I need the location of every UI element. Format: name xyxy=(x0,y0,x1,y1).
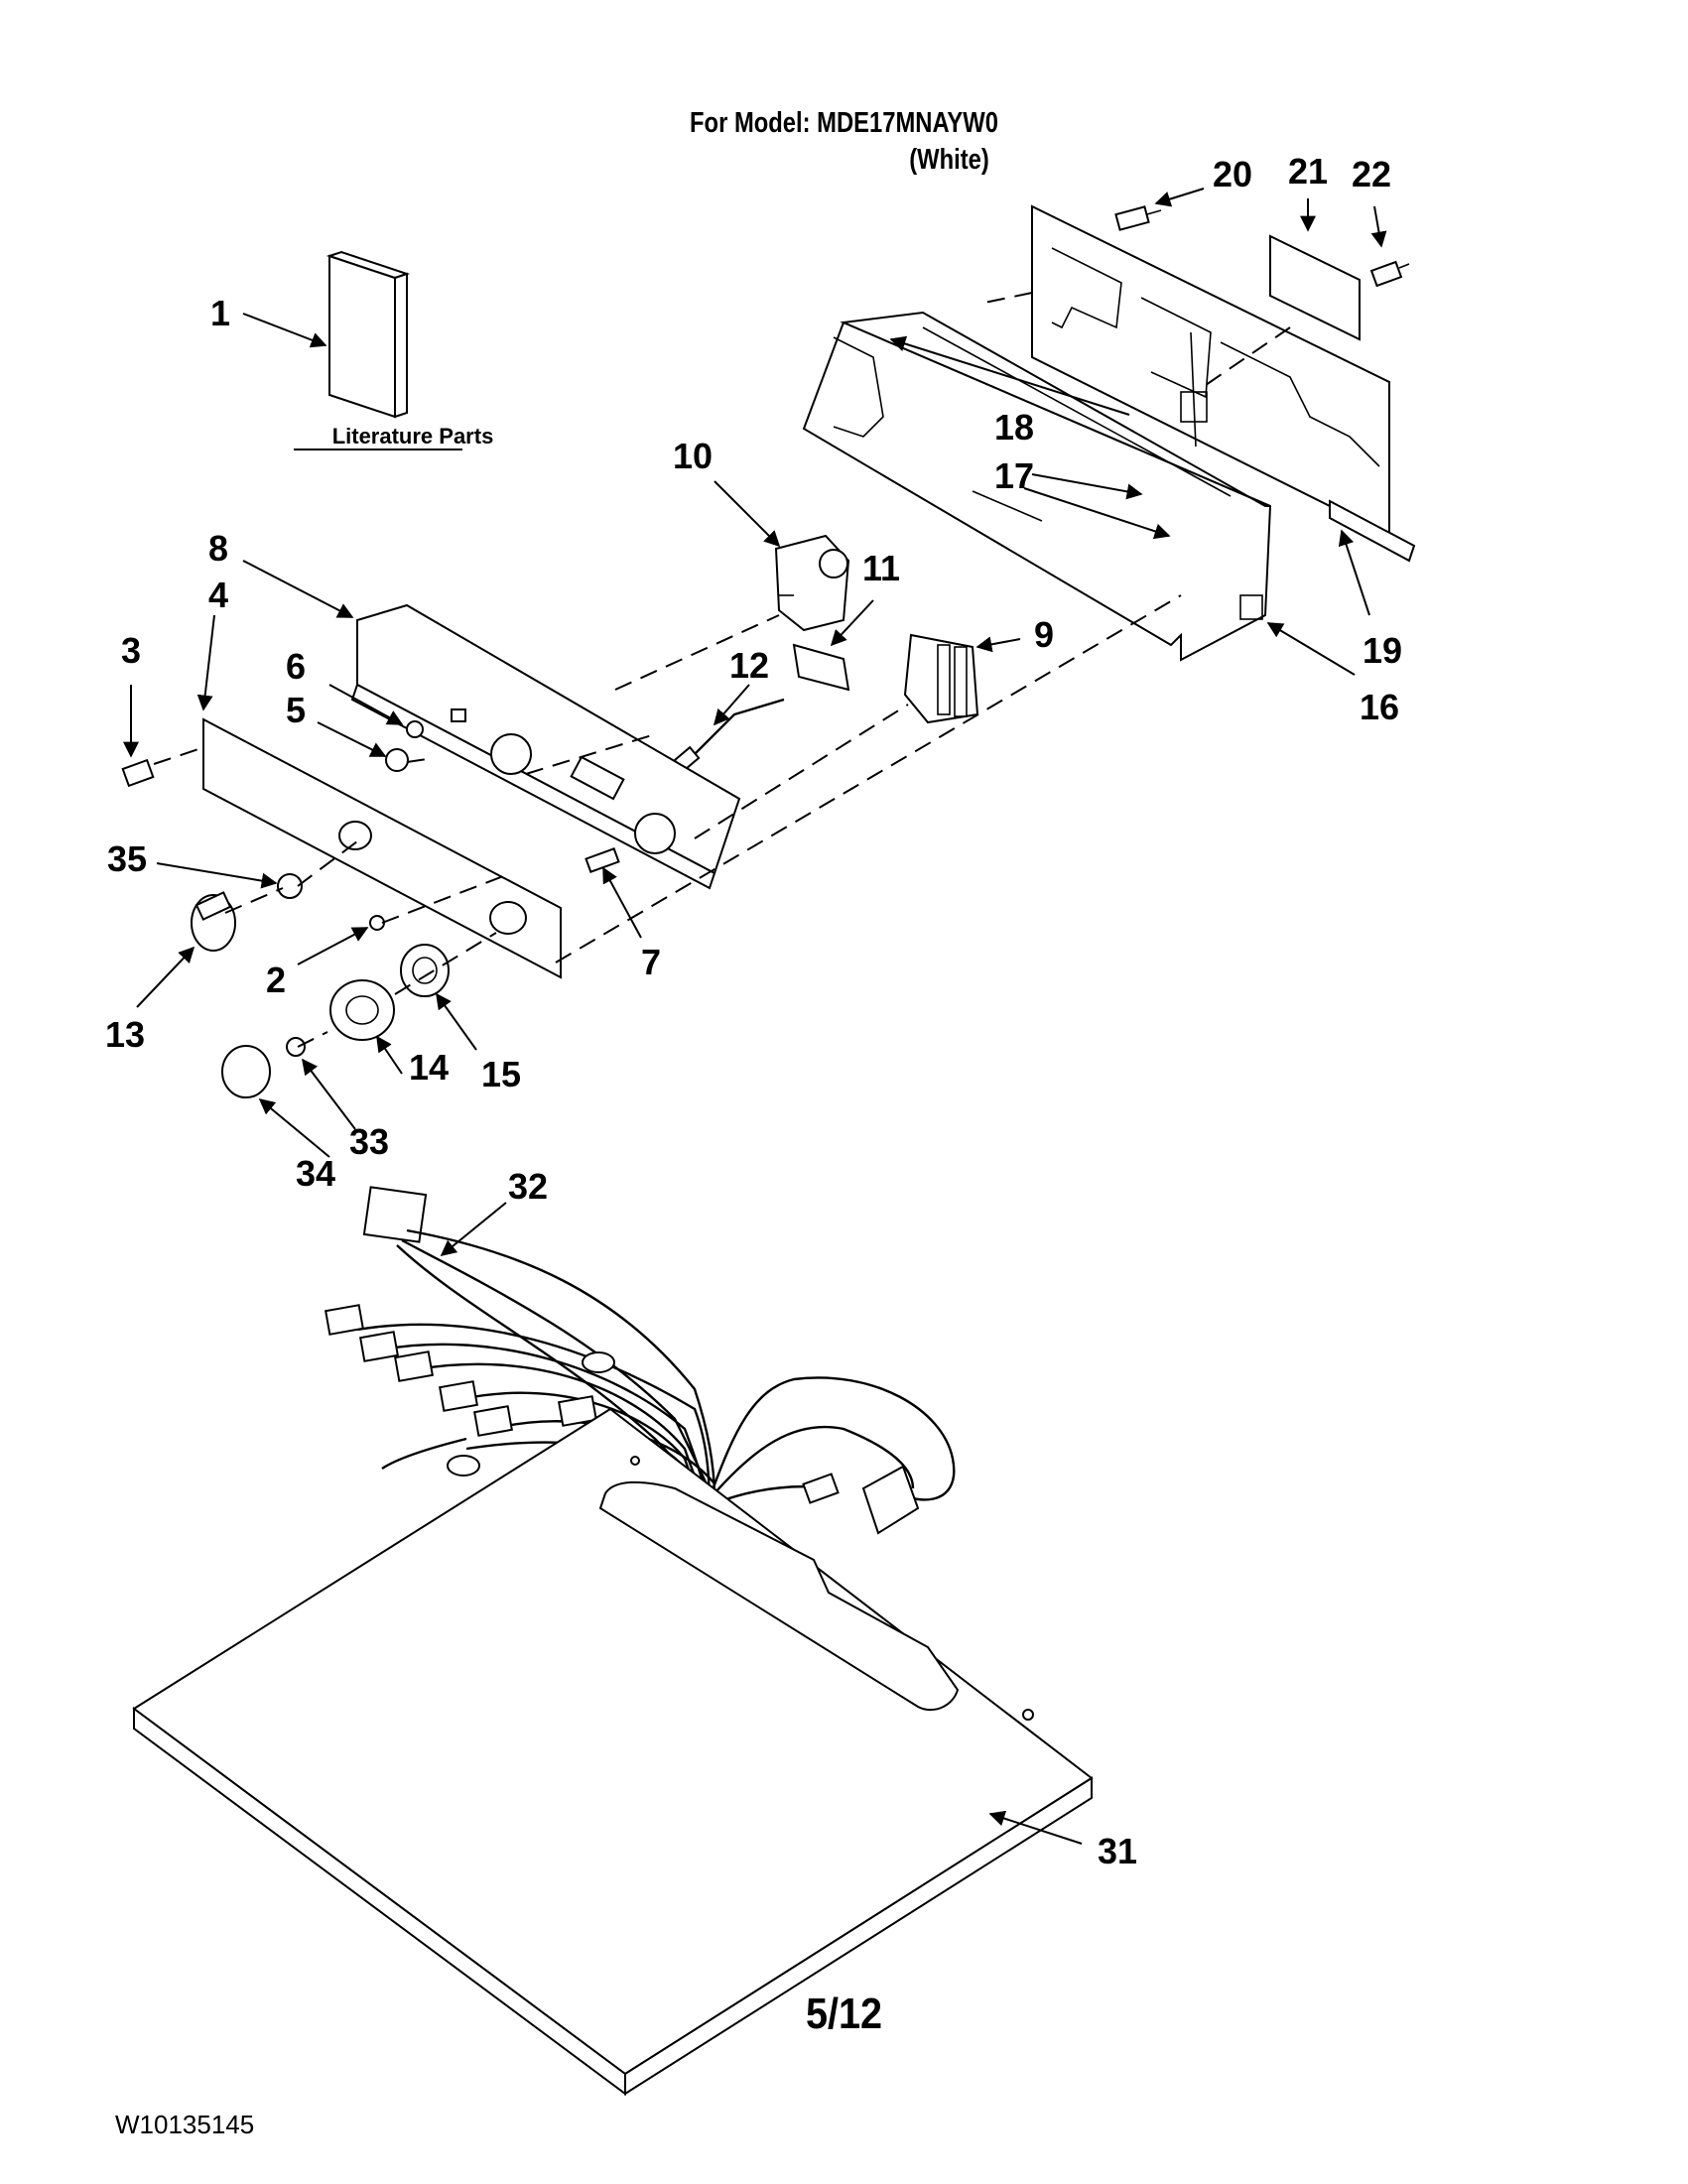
part-2 xyxy=(369,915,385,931)
callout-14: 14 xyxy=(409,1047,449,1088)
screw-20 xyxy=(1114,205,1162,231)
callout-34: 34 xyxy=(296,1153,335,1194)
callout-10: 10 xyxy=(673,436,713,476)
callout-35: 35 xyxy=(107,838,147,879)
nut-5 xyxy=(385,748,409,772)
callout-7: 7 xyxy=(641,942,661,982)
callout-16: 16 xyxy=(1360,687,1399,727)
callout-12: 12 xyxy=(729,645,769,686)
control-panel-face xyxy=(202,717,562,979)
dial-15 xyxy=(400,944,450,997)
top-panel xyxy=(132,1407,1094,2096)
callout-9: 9 xyxy=(1034,614,1054,655)
callout-13: 13 xyxy=(105,1014,145,1055)
screw-22 xyxy=(1369,260,1410,288)
callout-32: 32 xyxy=(508,1166,548,1207)
callout-5: 5 xyxy=(286,690,306,730)
literature-parts-label: Literature Parts xyxy=(332,424,494,449)
literature-booklet xyxy=(325,250,411,419)
assembly-dashed-lines xyxy=(153,292,1291,1048)
part-21-bracket xyxy=(1269,234,1361,341)
callout-2: 2 xyxy=(266,960,286,1000)
timer-motor xyxy=(774,534,850,632)
console-rear-panel xyxy=(1031,204,1390,538)
callout-6: 6 xyxy=(286,646,306,687)
callout-19: 19 xyxy=(1363,630,1402,671)
screw-3 xyxy=(121,758,155,788)
part-35 xyxy=(277,873,303,899)
washer-33 xyxy=(286,1037,306,1057)
callout-3: 3 xyxy=(121,630,141,671)
console-housing xyxy=(802,311,1272,662)
screw-7 xyxy=(584,847,620,873)
callout-18: 18 xyxy=(994,407,1034,448)
knob-13 xyxy=(191,891,236,952)
callout-8: 8 xyxy=(208,528,228,569)
callout-31: 31 xyxy=(1098,1831,1137,1871)
page-number: 5/12 xyxy=(805,1990,883,2038)
callout-4: 4 xyxy=(208,575,228,615)
switch-11 xyxy=(792,643,850,692)
callout-15: 15 xyxy=(481,1054,521,1094)
ring-6 xyxy=(406,720,424,738)
control-panel-bracket xyxy=(350,603,741,890)
knob-14 xyxy=(329,979,395,1041)
callout-11: 11 xyxy=(862,548,900,588)
rail-19 xyxy=(1329,499,1416,563)
model-title: For Model: MDE17MNAYW0 xyxy=(690,107,998,139)
callout-21: 21 xyxy=(1288,151,1328,192)
callout-22: 22 xyxy=(1352,154,1391,194)
document-code: W10135145 xyxy=(115,2110,255,2139)
callout-20: 20 xyxy=(1213,154,1252,194)
cap-34 xyxy=(221,1045,271,1098)
callout-leaders xyxy=(123,188,1387,1845)
model-color: (White) xyxy=(909,144,989,176)
callout-33: 33 xyxy=(349,1121,389,1162)
callout-17: 17 xyxy=(994,455,1034,496)
wire-lead-12 xyxy=(673,698,785,773)
callout-labels: 1 2 3 4 5 6 7 8 9 10 11 12 13 14 15 16 1… xyxy=(105,151,1402,1871)
callout-1: 1 xyxy=(210,293,230,333)
selector-switch xyxy=(903,633,979,724)
